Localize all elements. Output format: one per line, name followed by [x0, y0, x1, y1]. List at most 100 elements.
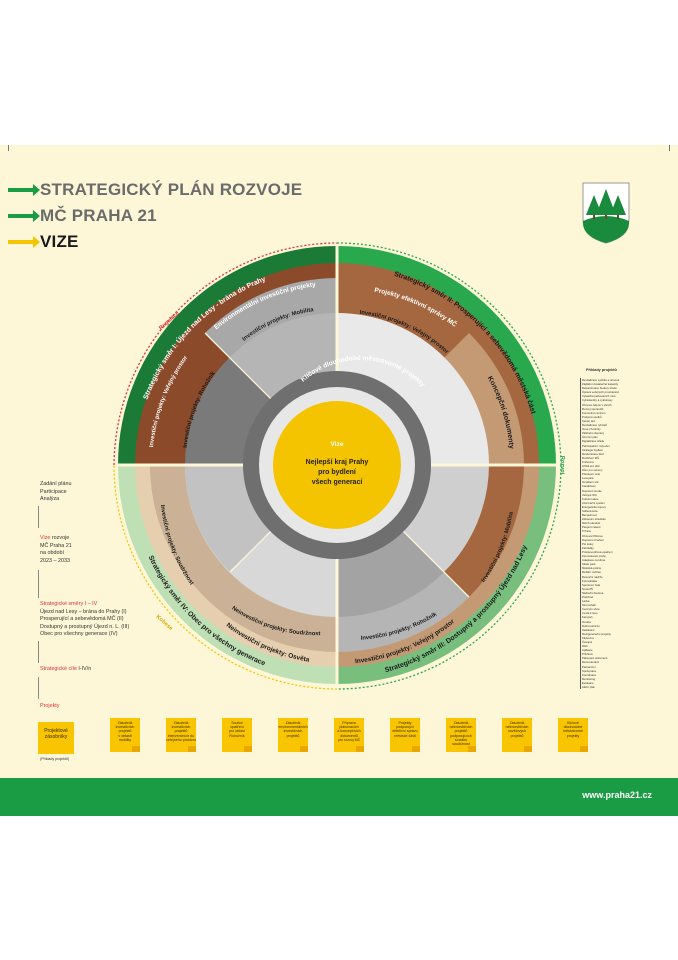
card-line: projektů [286, 733, 300, 738]
note-line: Projekty [40, 703, 60, 709]
card-line: projektů [510, 733, 524, 738]
vision-text-2: pro bydlení [318, 469, 357, 476]
card-line: Projekty [398, 721, 412, 725]
rozvoj-label: Rozvoj [559, 455, 566, 475]
example-item: Dobrovolnictví [580, 623, 652, 628]
example-item: Rekonstrukce budovy úřadu [580, 386, 652, 391]
example-item: Podpora spolků [580, 414, 652, 419]
example-item: Městská policie [580, 566, 652, 571]
example-item: Úprava veřejných prostranství [580, 390, 652, 395]
note-line: 2023 – 2033 [40, 557, 70, 564]
vision-text-1: Nejlepší kraj Prahy [306, 459, 369, 466]
example-item: Komunitní centrum [580, 410, 652, 415]
example-item: Aplikace [580, 648, 652, 653]
card-line: veřejného prostoru [166, 737, 196, 742]
example-item: Dům pro seniory [580, 468, 652, 473]
example-item: Revitalizace rybníků [580, 423, 652, 428]
example-item: Participativní rozpočet [580, 443, 652, 448]
card-line: neinvestičních [505, 725, 529, 730]
example-item: Retenční nádrže [580, 574, 652, 579]
card-line: v oblasti [118, 733, 132, 738]
note-line: Újezd nad Lesy – brána do Prahy (I) [40, 608, 127, 615]
example-item: Plánovací dokument [580, 656, 652, 661]
example-item: Nové chodníky [580, 427, 652, 432]
example-item: Obnova hřbitova [580, 533, 652, 538]
notes-block-b: Vize rozvoje MČ Praha 21 na období 2023 … [40, 535, 72, 565]
title-line-3: VIZE [8, 232, 79, 252]
note-line: Zadání plánu [40, 481, 72, 487]
card-line: projektů [174, 729, 188, 734]
vision-text-3: všech generací [312, 479, 364, 486]
card-line: zásobníky [44, 734, 68, 740]
example-item: Koordinace [580, 672, 652, 677]
example-item: Informační systém [580, 500, 652, 505]
example-item: Spolupráce [580, 668, 652, 673]
card-line: plánovacích [339, 725, 359, 730]
example-item: Kampaň [580, 615, 652, 620]
card-line: investičních [115, 725, 135, 730]
example-item: Senior taxi [580, 418, 652, 424]
footer-bar: www.praha21.cz [0, 778, 678, 816]
example-item: Kulturní akce [580, 496, 652, 501]
example-item: Nová ZŠ [580, 586, 652, 591]
card-line: environmentálních [278, 725, 308, 730]
card-line: dlouhodobé [563, 725, 583, 730]
example-item: Evaluace [580, 680, 652, 686]
notes-connector [38, 570, 39, 598]
card-line: městotvorné [563, 729, 583, 734]
project-stacks-card: Projektové zásobníky [38, 718, 78, 754]
example-item: Osvěta [580, 619, 652, 624]
card-line: investičních [171, 725, 191, 730]
card-line: Příprava [342, 721, 356, 725]
example-item: Průzkum [580, 652, 652, 657]
card-line: projekty [566, 733, 580, 738]
note-line: Prosperující a sebevědomá MČ (II) [40, 616, 124, 623]
example-item: Zklidnění dopravy [580, 431, 652, 436]
card-line: projektů [454, 729, 468, 734]
green-arrow-icon [8, 184, 40, 196]
card-line: projektů [118, 729, 132, 734]
note-line: Obec pro všechny generace (IV) [40, 631, 118, 638]
title-line-1: STRATEGICKÝ PLÁN ROZVOJE [8, 180, 302, 200]
yellow-arrow-icon [8, 236, 40, 248]
example-item: Sdílená kola [580, 509, 652, 514]
card-line: Zásobník [453, 721, 469, 725]
example-item: Setkávání [580, 627, 652, 632]
big-card-note: (Příklady projektů) [40, 757, 70, 761]
note-line: Strategické směry I – IV [40, 601, 98, 607]
example-item: Psí louky [580, 541, 652, 546]
notes-block-a: Zadání plánu Participace Analýza [40, 481, 71, 504]
example-item: Pasport zeleně [580, 525, 652, 530]
card-line: Zásobník [173, 721, 189, 725]
coat-of-arms-logo [582, 182, 630, 244]
example-item: Návrh náměstí [580, 521, 652, 526]
example-item: Digitalizace úřadu [580, 439, 652, 444]
example-item: Výstavba parkovacích míst [580, 394, 652, 399]
note-line: MČ Praha 21 [40, 542, 72, 549]
card-line: Rohožník [229, 733, 245, 738]
card-line: intervenčních do [167, 733, 195, 738]
example-item: Modernizace škol [580, 451, 652, 456]
example-item: Hřiště pro děti [580, 463, 652, 469]
example-item: Tržnice [580, 529, 652, 534]
example-item: Podchod [580, 594, 652, 600]
note-line: Vize rozvoje [40, 535, 70, 541]
example-item: Zpomalovací prahy [580, 554, 652, 559]
note-line: Analýza [40, 496, 60, 503]
note-line: Participace [40, 488, 67, 495]
example-item: Sportovní hala [580, 582, 652, 587]
example-item: Adaptace na klima [580, 558, 652, 563]
example-item: Stromořadí [580, 603, 652, 608]
footer-url[interactable]: www.praha21.cz [582, 790, 652, 800]
example-item: Lávka [580, 599, 652, 604]
vision-label: Vize [331, 441, 344, 448]
notes-connector [38, 641, 39, 663]
examples-title: Příklady projektů [586, 368, 617, 372]
